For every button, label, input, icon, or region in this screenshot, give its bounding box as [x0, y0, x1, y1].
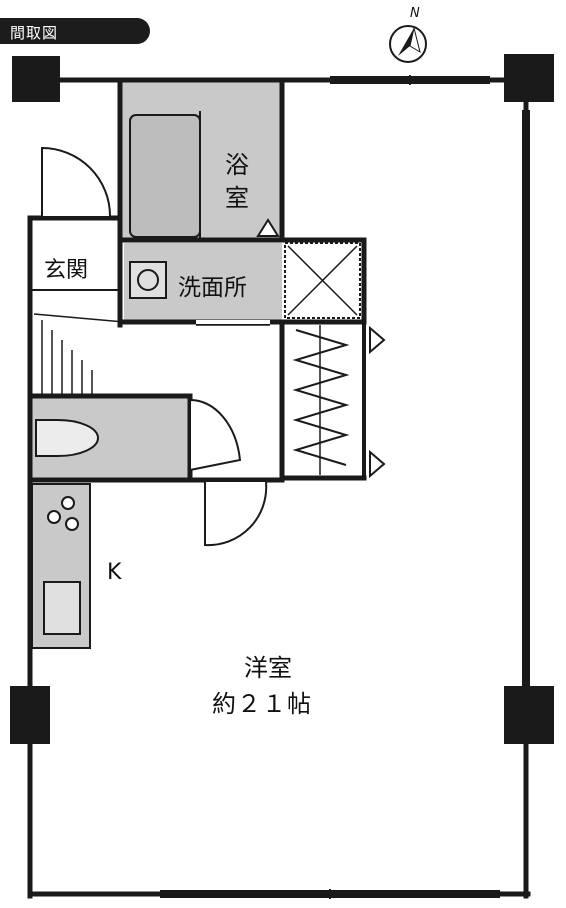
- floor-plan-tag-label: 間取図: [10, 24, 59, 42]
- washbasin: [129, 261, 167, 299]
- toilet: [35, 419, 99, 457]
- entrance-step-hatch: [41, 320, 93, 398]
- column-mid-right: [504, 686, 554, 744]
- entrance-label: 玄関: [44, 258, 89, 283]
- bath-door-marker: [256, 218, 280, 237]
- western-room-label-1: 洋室: [244, 654, 292, 682]
- kitchen-label: K: [107, 560, 122, 585]
- toilet-door-swing: [189, 398, 242, 472]
- windows-bottom: [160, 889, 500, 899]
- window-right: [522, 110, 530, 690]
- washroom-label: 洗面所: [178, 275, 247, 301]
- western-room-label-2: 約２１帖: [212, 690, 312, 718]
- bath-label-2: 室: [225, 184, 249, 212]
- kitchen-sink: [43, 581, 81, 635]
- closet-arrow-top: [369, 325, 386, 355]
- north-label: N: [410, 6, 420, 21]
- windows-top: [330, 75, 490, 85]
- floor-plan-tag: 間取図: [0, 18, 150, 44]
- bathtub: [129, 114, 201, 238]
- closet-folding-door: [292, 329, 350, 466]
- bath-label-1: 浴: [225, 151, 249, 179]
- washbasin-bowl: [137, 269, 159, 291]
- column-mid-left: [10, 686, 50, 744]
- north-arrow-icon: [389, 25, 427, 63]
- washer-cross-b: [287, 245, 358, 316]
- column-top-left: [12, 56, 60, 102]
- front-door-swing: [41, 146, 111, 217]
- stove-burner-2: [47, 510, 61, 524]
- closet-arrow-bottom: [369, 449, 386, 479]
- stove-burner-1: [61, 496, 75, 510]
- room-door-swing: [204, 481, 268, 547]
- walls: [27, 77, 531, 899]
- column-top-right: [504, 54, 554, 102]
- stove-burner-3: [65, 517, 79, 531]
- entrance-step-edge: [33, 313, 125, 323]
